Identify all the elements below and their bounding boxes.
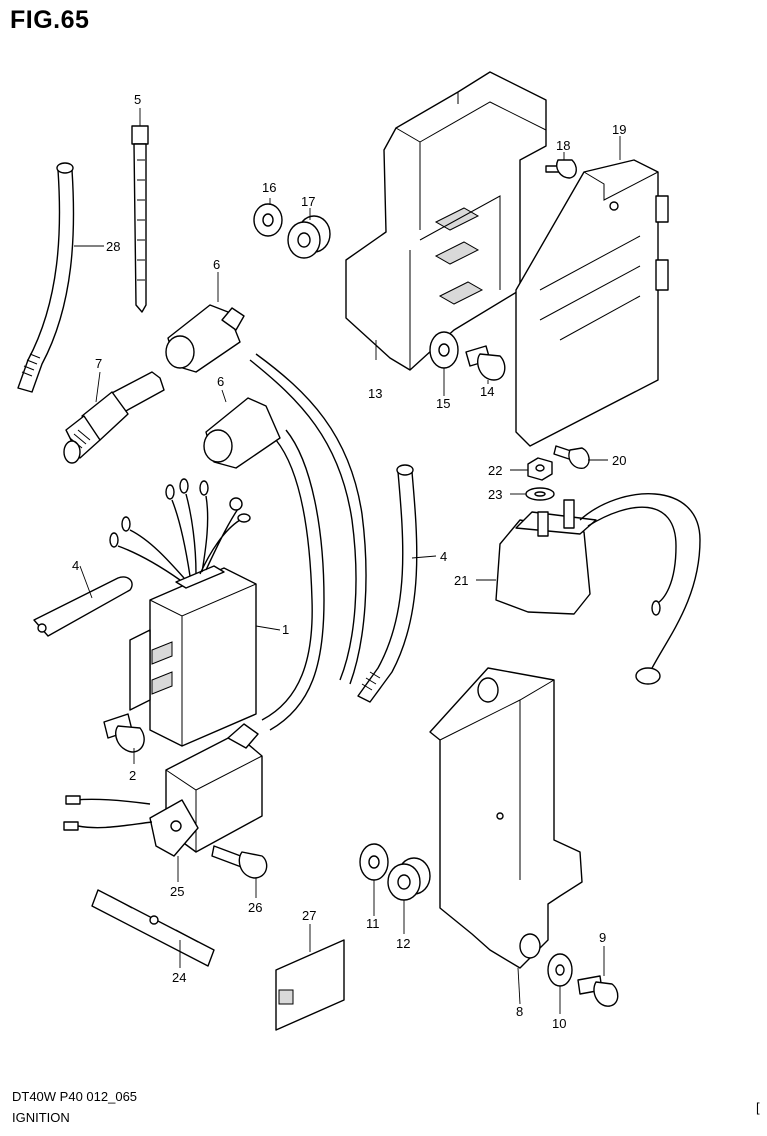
high-tension-lead <box>249 359 357 681</box>
callout-6-lower: 6 <box>217 374 224 389</box>
part-12-grommet <box>387 857 431 901</box>
callout-4: 4 <box>440 549 447 564</box>
part-2-bolt <box>103 713 145 753</box>
part-24-bracket <box>91 889 215 967</box>
part-11-washer <box>359 843 389 881</box>
part-4-sleeve <box>357 464 418 703</box>
callout-3: 4 <box>72 558 79 573</box>
callout-15: 15 <box>436 396 450 411</box>
callout-7: 7 <box>95 356 102 371</box>
callout-6-upper: 6 <box>213 257 220 272</box>
part-26-bolt <box>211 845 268 879</box>
part-6-plug-cap-upper <box>165 304 245 373</box>
callout-14: 14 <box>480 384 494 399</box>
callout-24: 24 <box>172 970 186 985</box>
callout-5: 5 <box>134 92 141 107</box>
part-28-tube <box>17 162 75 393</box>
callout-21: 21 <box>454 573 468 588</box>
part-1-cdi-unit <box>109 478 257 747</box>
part-10-washer <box>547 953 573 987</box>
part-13-housing <box>345 71 547 371</box>
part-6-plug-cap-lower <box>203 397 325 731</box>
part-21-starter-relay <box>495 493 701 685</box>
part-3-strap <box>33 576 133 637</box>
figure-title: FIG.65 <box>10 6 90 34</box>
part-27-label-plate <box>275 939 345 1031</box>
callout-10: 10 <box>552 1016 566 1031</box>
part-22-nut <box>527 457 553 481</box>
callout-9: 9 <box>599 930 606 945</box>
callout-20: 20 <box>612 453 626 468</box>
part-8-bracket <box>429 667 583 969</box>
callout-23: 23 <box>488 487 502 502</box>
callout-labels: 5 28 6 7 6 4 1 2 4 16 17 13 15 14 18 19 … <box>72 92 626 1031</box>
callout-1: 1 <box>282 622 289 637</box>
part-20-screw <box>553 445 590 469</box>
part-5-cable-tie <box>131 125 149 313</box>
part-9-bolt <box>577 975 619 1007</box>
callout-2: 2 <box>129 768 136 783</box>
callout-22: 22 <box>488 463 502 478</box>
callout-13: 13 <box>368 386 382 401</box>
callout-17: 17 <box>301 194 315 209</box>
callout-28: 28 <box>106 239 120 254</box>
part-23-washer <box>525 487 555 501</box>
part-7-spark-plug <box>63 371 165 464</box>
figure-name: IGNITION <box>12 1110 70 1125</box>
part-17-grommet <box>287 215 331 259</box>
figure-code: DT40W P40 012_065 <box>12 1089 138 1104</box>
callout-19: 19 <box>612 122 626 137</box>
part-16-washer <box>253 203 283 237</box>
leader-lines <box>74 108 621 1014</box>
part-14-bolt <box>465 345 506 381</box>
callout-26: 26 <box>248 900 262 915</box>
part-25-ignition-coil <box>63 723 263 857</box>
callout-16: 16 <box>262 180 276 195</box>
corner-mark: [ <box>756 1100 760 1115</box>
callout-12: 12 <box>396 936 410 951</box>
part-19-cover <box>515 159 669 447</box>
callout-25: 25 <box>170 884 184 899</box>
callout-18: 18 <box>556 138 570 153</box>
part-18-screw <box>545 159 577 179</box>
callout-27: 27 <box>302 908 316 923</box>
part-15-washer <box>429 331 459 369</box>
callout-11: 11 <box>366 916 380 931</box>
callout-8: 8 <box>516 1004 523 1019</box>
